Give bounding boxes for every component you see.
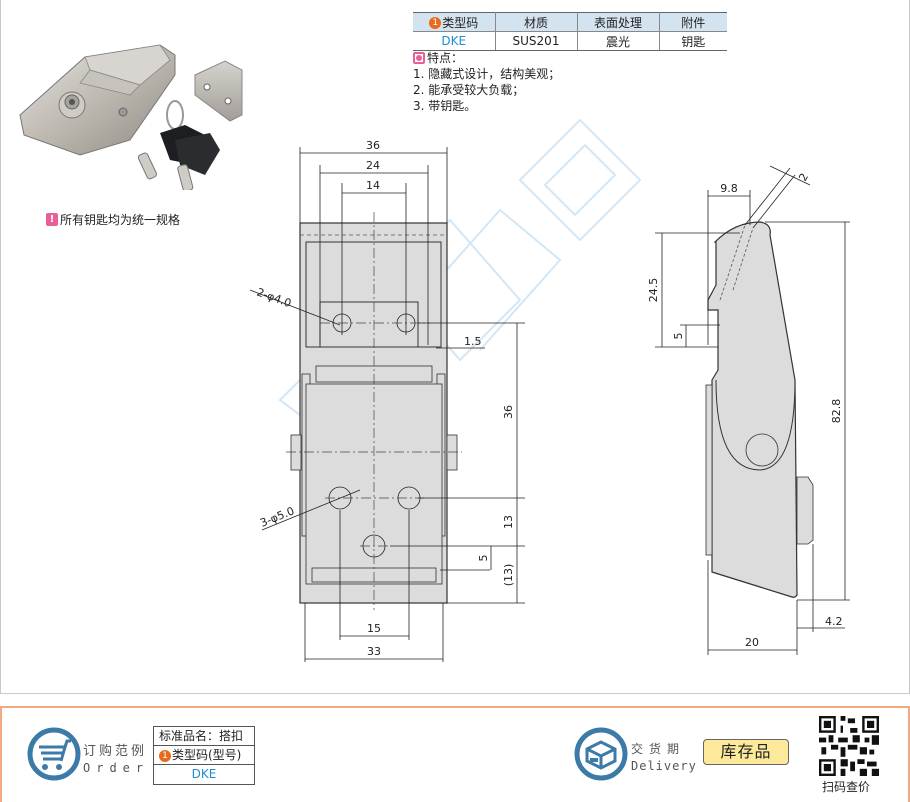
feature-item: 1. 隐藏式设计，结构美观；: [413, 67, 561, 81]
dim-overall-height: 82.8: [830, 399, 843, 424]
features-heading: 特点：: [413, 50, 560, 66]
feature-item: 3. 带钥匙。: [413, 99, 477, 113]
order-label: 订购范例 Order: [83, 744, 150, 775]
number-badge-icon: 1: [159, 749, 171, 762]
dim-top-holes: 2-φ4.0: [255, 286, 293, 310]
shopping-cart-icon: [27, 727, 81, 781]
dim-lock-protrusion: 4.2: [825, 615, 843, 628]
order-info-panel: [0, 706, 910, 802]
dim-hook-lip: 5: [672, 333, 685, 340]
dim-bottom-ref: (13): [502, 564, 515, 587]
spec-cell-type: DKE: [413, 31, 496, 51]
dim-base-width: 33: [367, 645, 381, 658]
product-photo: [19, 44, 243, 190]
stock-status-badge: 库存品: [703, 739, 789, 765]
features-list: 特点： 1. 隐藏式设计，结构美观； 2. 能承受较大负载； 3. 带钥匙。: [413, 50, 560, 114]
number-badge-icon: 1: [429, 17, 442, 29]
delivery-label: 交货期 Delivery: [631, 742, 697, 773]
dim-thickness: 2: [796, 171, 811, 184]
dim-edge-offset: 1.5: [464, 335, 482, 348]
standard-name: 标准品名：搭扣: [154, 727, 254, 746]
spec-cell-finish: 震光: [576, 31, 660, 51]
dim-hole-pitch-top: 14: [366, 179, 380, 192]
spec-header-finish: 表面处理: [576, 12, 660, 32]
dim-hole-to-edge: 5: [477, 555, 490, 562]
spec-cell-material: SUS201: [494, 31, 578, 51]
qr-code-icon[interactable]: [819, 716, 879, 776]
spec-cell-accessory: 钥匙: [658, 31, 727, 51]
technical-drawing: 36 24 14 2-φ4.0 1.5 36 3-φ5.0 13 5 (13) …: [249, 118, 850, 662]
feature-item: 2. 能承受较大负载；: [413, 83, 525, 97]
dim-overall-width: 36: [366, 139, 380, 152]
dim-slot-width: 24: [366, 159, 380, 172]
table-row: DKE SUS201 震光 钥匙: [413, 31, 727, 51]
dim-depth: 20: [745, 636, 759, 649]
dim-bottom-holes: 3-φ5.0: [258, 504, 296, 529]
spec-header-material: 材质: [494, 12, 578, 32]
dim-hole-pitch-bottom: 15: [367, 622, 381, 635]
feature-bullet-icon: [413, 52, 425, 64]
delivery-box-icon: [574, 727, 628, 781]
qr-label: 扫码查价: [822, 780, 871, 794]
spec-header-accessory: 附件: [658, 12, 727, 32]
dim-vertical-hole: 36: [502, 405, 515, 419]
dim-hook-offset: 9.8: [720, 182, 738, 195]
key-spec-note: ! 所有钥匙均为统一规格: [46, 211, 180, 228]
type-code-value: DKE: [191, 767, 217, 781]
dim-hook-height: 24.5: [647, 278, 660, 303]
dim-lower-spacing: 13: [502, 515, 515, 529]
warning-icon: !: [46, 213, 58, 226]
